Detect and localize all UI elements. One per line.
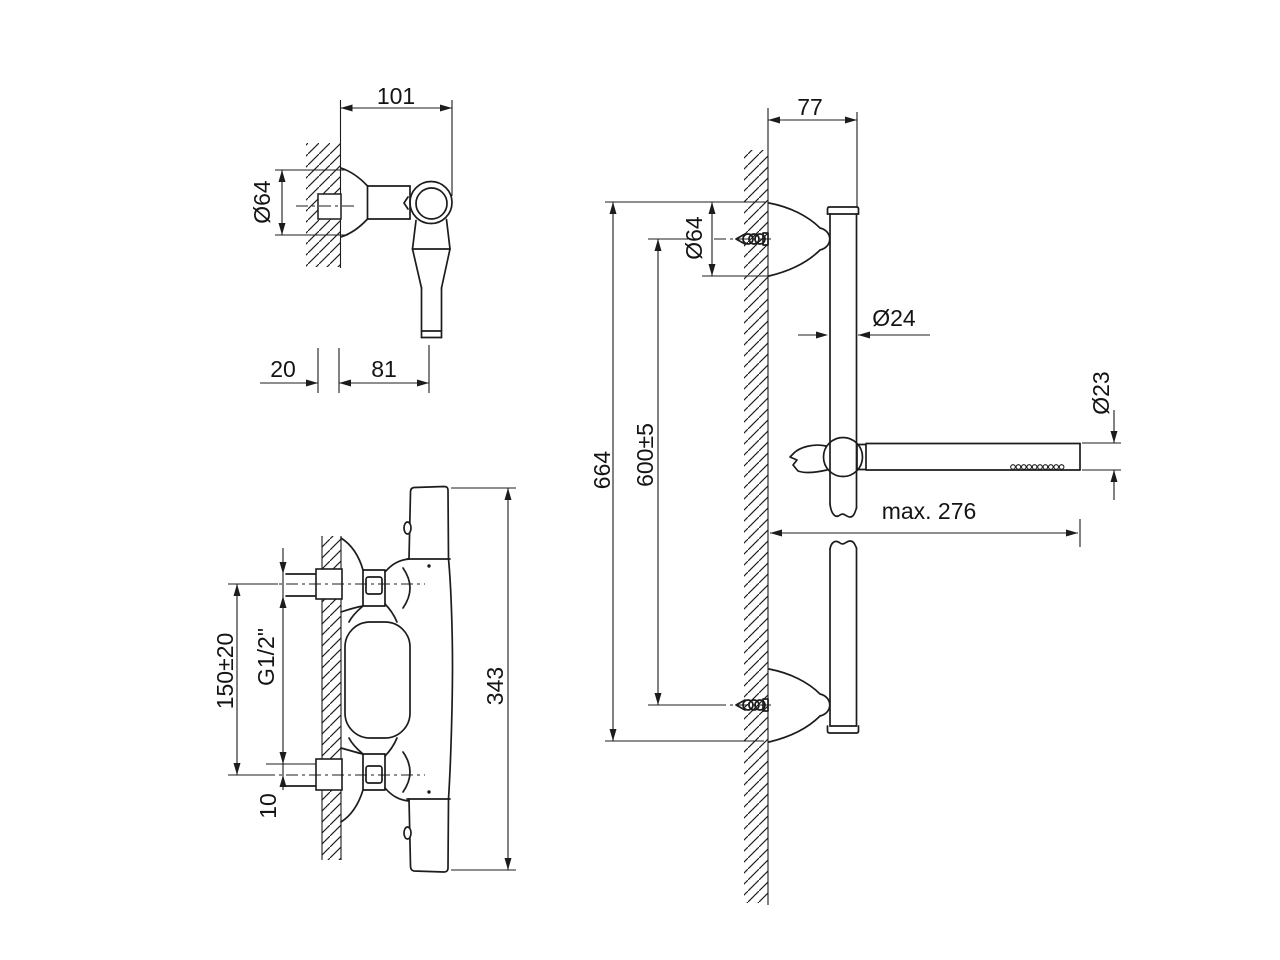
- shower-grip-detail: [1010, 464, 1065, 470]
- escutcheon-bottom: [340, 789, 364, 823]
- handle-arc-bottom: [402, 751, 411, 793]
- shower-collar: [856, 443, 867, 471]
- dim-664-label: 664: [589, 451, 615, 490]
- screw-thread: [748, 699, 760, 711]
- body-curve: [384, 603, 398, 623]
- screw-thread: [742, 699, 754, 711]
- dim-dia24-label: Ø24: [872, 305, 916, 331]
- holder-knob: [822, 436, 864, 478]
- holder-clip-notch: [403, 196, 409, 210]
- shower-skirt-left: [411, 219, 417, 250]
- screw-thread: [742, 233, 754, 245]
- hose-stub: [789, 444, 828, 474]
- handle-top: [408, 485, 450, 560]
- dim-g12-label: G1/2": [253, 628, 279, 686]
- mixer-body-capsule: [344, 621, 411, 739]
- index-dot: [427, 564, 431, 568]
- bar-break-lower: [829, 540, 858, 550]
- handle-top-button: [403, 521, 412, 535]
- dim-343-label: 343: [482, 667, 508, 705]
- escutcheon-bottom: [768, 668, 831, 743]
- dim-150-label: 150±20: [212, 633, 238, 710]
- dim-77-label: 77: [797, 94, 823, 120]
- view-holder-side: 101 Ø64 20 81: [249, 83, 453, 393]
- dim-dia23-label: Ø23: [1088, 371, 1114, 414]
- dim-81-label: 81: [371, 356, 397, 382]
- dim-dia64-label: Ø64: [249, 180, 275, 224]
- body-curve: [348, 605, 364, 623]
- holder-knob-outer: [409, 180, 453, 225]
- escutcheon-top: [340, 537, 364, 571]
- bar-break-upper: [829, 503, 858, 518]
- escutcheon-top: [340, 167, 369, 187]
- body-curve: [348, 737, 364, 755]
- body-curve: [384, 558, 410, 573]
- bar-top-cap: [826, 206, 860, 215]
- shower-skirt-right: [445, 218, 451, 250]
- bar-bottom-cap: [826, 725, 860, 734]
- escutcheon-bottom: [340, 218, 369, 238]
- body-curve: [384, 787, 410, 802]
- inlet-connector-top-square: [365, 576, 383, 595]
- wall-hatch: [744, 150, 768, 903]
- body-outer-edge: [447, 558, 454, 800]
- dim-600-label: 600±5: [632, 423, 658, 487]
- shower-taper-right: [440, 248, 451, 289]
- shower-taper-left: [411, 248, 423, 289]
- handle-arc-top: [402, 567, 411, 609]
- screw-thread: [748, 233, 760, 245]
- dim-dia64-label: Ø64: [681, 216, 707, 260]
- handle-bottom: [408, 798, 450, 873]
- screw-tip-bottom: [735, 699, 746, 711]
- holder-knob-inner: [415, 187, 448, 220]
- screw-thread: [754, 233, 766, 245]
- screw-head: [762, 232, 769, 246]
- screw-tip-top: [735, 233, 746, 245]
- inlet-connector-bottom: [362, 753, 386, 791]
- dim-max276-label: max. 276: [882, 498, 977, 524]
- dim-20-label: 20: [270, 356, 296, 382]
- view-slidebar-front: 77 Ø64 664 600±5 Ø24 max. 276: [589, 94, 1121, 905]
- inlet-connector-top: [362, 569, 386, 607]
- index-dot: [427, 790, 431, 794]
- dim-10-label: 10: [255, 793, 281, 819]
- screw-thread: [754, 699, 766, 711]
- handle-bottom-button: [403, 826, 412, 840]
- escutcheon-top: [768, 202, 831, 277]
- screw-head: [762, 698, 769, 712]
- view-mixer-side: 150±20 G1/2" 10 343: [212, 485, 516, 873]
- dim-101-label: 101: [377, 83, 415, 109]
- body-curve: [384, 737, 398, 757]
